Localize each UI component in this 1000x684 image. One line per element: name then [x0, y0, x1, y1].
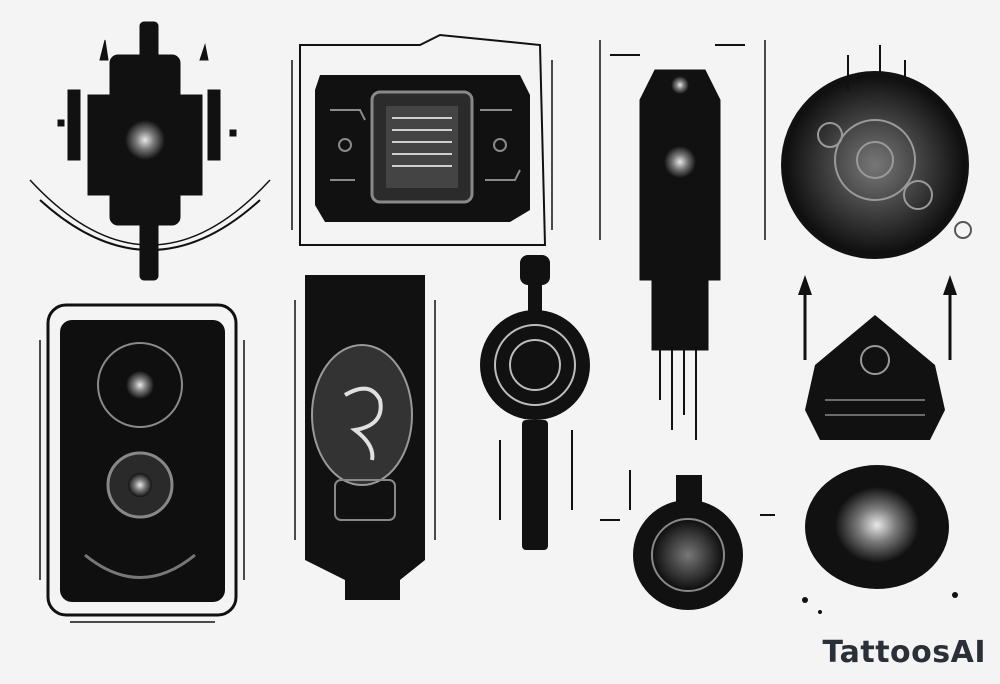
design-tall-device	[294, 275, 436, 600]
design-disc-key	[480, 255, 590, 550]
design-circuit-temple	[798, 275, 957, 440]
design-spire-totem	[29, 21, 271, 281]
design-gear-sphere	[781, 45, 972, 259]
design-circuit-dome	[600, 470, 775, 610]
watermark-logo: TattoosAI	[822, 635, 986, 670]
design-glow-orb	[802, 465, 958, 614]
design-tall-column	[599, 40, 766, 440]
design-circuit-panel	[291, 33, 553, 246]
design-circuit-card	[39, 303, 245, 623]
